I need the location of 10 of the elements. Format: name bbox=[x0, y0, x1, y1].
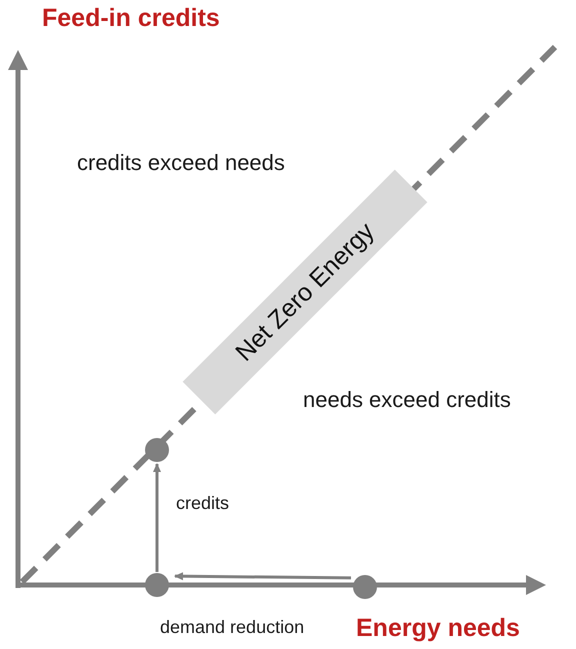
arrow bbox=[153, 463, 161, 572]
region-label: credits exceed needs bbox=[77, 150, 285, 176]
axis-title: Energy needs bbox=[356, 614, 520, 643]
point-marker bbox=[145, 573, 169, 597]
region-label: needs exceed credits bbox=[303, 387, 511, 413]
point-label: demand reduction bbox=[160, 617, 304, 638]
axis-title: Feed-in credits bbox=[42, 4, 220, 33]
point-marker bbox=[353, 575, 377, 599]
arrow bbox=[174, 572, 352, 580]
point-marker bbox=[145, 438, 169, 462]
